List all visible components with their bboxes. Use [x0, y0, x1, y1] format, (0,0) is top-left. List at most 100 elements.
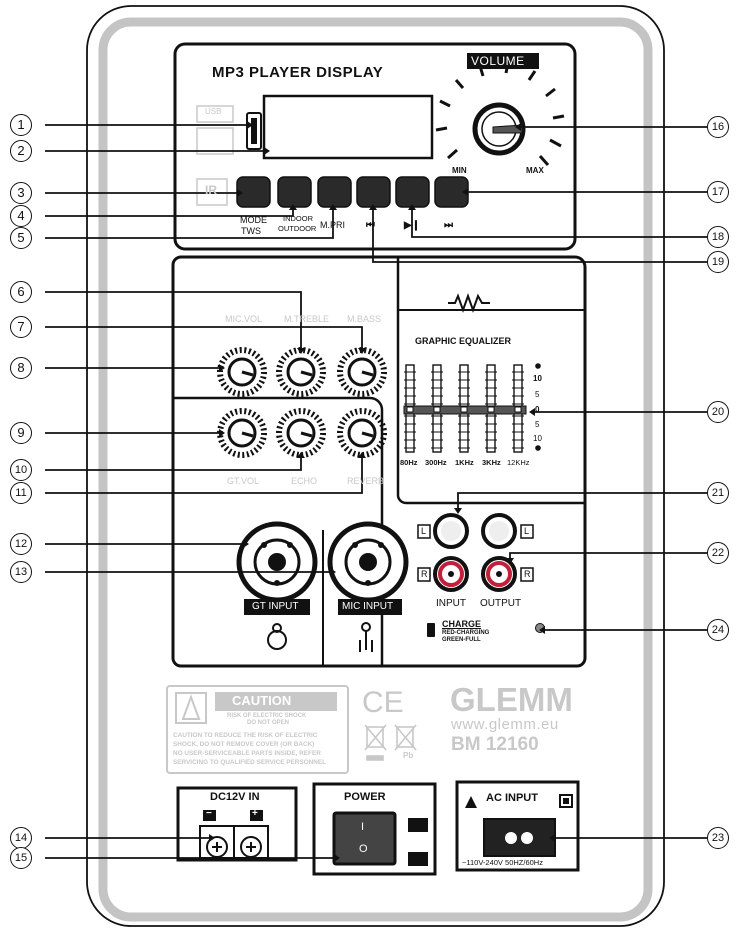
mpri-label: M.PRI — [320, 220, 346, 230]
callout-10: 10 — [10, 459, 32, 481]
callout-7: 7 — [10, 316, 32, 338]
brand-logo: GLEMM — [450, 681, 573, 718]
mic-vol-label: MIC.VOL — [225, 314, 263, 324]
power-switch — [332, 811, 397, 866]
callout-8: 8 — [10, 357, 32, 379]
volume-knob — [435, 62, 565, 166]
dc-input-label: DC12V IN — [210, 791, 260, 803]
rca-l-input-box — [417, 524, 431, 539]
caution-title: CAUTION — [232, 693, 292, 708]
eq-band-12khz: 12KHz — [507, 458, 530, 467]
callout-17: 17 — [707, 181, 729, 203]
reverb-label: REVERB — [347, 476, 385, 486]
model-number: BM 12160 — [451, 734, 539, 755]
microphone-icon — [359, 622, 373, 652]
gt-vol-knob — [217, 408, 267, 458]
tws-label: TWS — [241, 226, 261, 236]
callout-23: 23 — [707, 827, 729, 849]
lcd-display — [262, 94, 434, 160]
eq-scale-5a: 5 — [535, 390, 540, 399]
callout-6: 6 — [10, 281, 32, 303]
eq-band-80hz: 80Hz — [400, 458, 418, 467]
input-label: INPUT — [436, 598, 466, 609]
ir-sensor — [196, 178, 228, 206]
caution-text-2: SHOCK, DO NOT REMOVE COVER (OR BACK) — [173, 741, 315, 748]
callout-22: 22 — [707, 542, 729, 564]
rca-jacks — [433, 513, 517, 592]
m-treble-label: M.TREBLE — [284, 314, 330, 324]
callout-1: 1 — [10, 114, 32, 136]
rca-r-output-label: R — [524, 569, 531, 579]
ir-label: IR — [205, 183, 217, 197]
caution-label — [166, 685, 349, 774]
caution-text-4: SERVICING TO QUALIFIED SERVICE PERSONNEL — [173, 759, 327, 766]
caution-sub2: DO NOT OPEN — [247, 720, 290, 726]
dc-plus-sign: + — [252, 808, 258, 819]
callout-2: 2 — [10, 140, 32, 162]
charge-green-text: GREEN-FULL — [442, 637, 481, 643]
callout-15: 15 — [10, 847, 32, 869]
eq-band-3khz: 3KHz — [482, 458, 501, 467]
indoor-outdoor-button — [277, 176, 312, 208]
power-label: POWER — [344, 791, 386, 803]
mpri-button — [317, 176, 352, 208]
callout-12: 12 — [10, 533, 32, 555]
m-bass-label: M.BASS — [347, 314, 382, 324]
equalizer-sliders — [403, 363, 541, 453]
eq-band-1khz: 1KHz — [455, 458, 474, 467]
caution-text-1: CAUTION TO REDUCE THE RISK OF ELECTRIC — [173, 732, 318, 739]
mp3-section — [173, 42, 577, 251]
echo-label: ECHO — [291, 476, 318, 486]
guitar-icon — [267, 623, 287, 650]
charge-red-text: RED-CHARGING — [442, 630, 490, 636]
housing-outline — [86, 5, 665, 927]
switch-off-mark: O — [359, 843, 368, 855]
mp3-display-title: MP3 PLAYER DISPLAY — [212, 64, 384, 81]
m-treble-knob — [276, 347, 326, 397]
next-track-icon: ⏭ — [444, 220, 453, 231]
gt-vol-label: GT.VOL — [227, 476, 260, 486]
iec-socket — [483, 818, 556, 857]
ce-mark: CE — [362, 686, 404, 719]
caution-text-3: NO USER-SERVICEABLE PARTS INSIDE, REFER — [173, 750, 321, 757]
callout-13: 13 — [10, 561, 32, 583]
dc-input-panel — [176, 786, 298, 862]
gt-input-jack — [236, 521, 318, 603]
rca-l-output-label: L — [524, 526, 530, 536]
rca-l-input-label: L — [421, 526, 427, 536]
equalizer-title: GRAPHIC EQUALIZER — [415, 336, 512, 346]
output-label: OUTPUT — [480, 598, 522, 609]
mic-input-label-box — [338, 599, 402, 615]
eq-band-300hz: 300Hz — [425, 458, 447, 467]
mic-vol-knob — [217, 347, 267, 397]
pb-label: Pb — [403, 751, 414, 760]
callout-24: 24 — [707, 619, 729, 641]
eq-scale-zero: 0 — [535, 405, 540, 414]
ac-input-panel — [455, 780, 580, 872]
usb-icon — [196, 127, 234, 155]
mic-input-label: MIC INPUT — [342, 601, 394, 612]
waveform-icon — [448, 293, 490, 313]
indoor-label: INDOOR — [283, 214, 313, 223]
ac-input-label: AC INPUT — [486, 792, 538, 804]
usb-port — [246, 112, 262, 150]
mode-button — [236, 176, 271, 208]
caution-sub1: RISK OF ELECTRIC SHOCK — [227, 713, 307, 719]
previous-button — [356, 176, 391, 208]
charge-title: CHARGE — [442, 619, 482, 629]
dc-minus-sign: − — [206, 808, 212, 819]
mode-label: MODE — [240, 215, 267, 225]
callout-18: 18 — [707, 226, 729, 248]
callout-21: 21 — [707, 482, 729, 504]
leader-lines — [45, 124, 707, 859]
brand-url: www.glemm.eu — [451, 716, 559, 733]
mixer-knobs — [217, 347, 387, 458]
volume-label: VOLUME — [471, 54, 525, 68]
callout-4: 4 — [10, 205, 32, 227]
rca-l-output-box — [520, 524, 534, 539]
previous-track-icon: ⏮ — [366, 220, 375, 231]
m-bass-knob — [337, 347, 387, 397]
echo-knob — [276, 408, 326, 458]
weee-icons — [364, 724, 417, 761]
